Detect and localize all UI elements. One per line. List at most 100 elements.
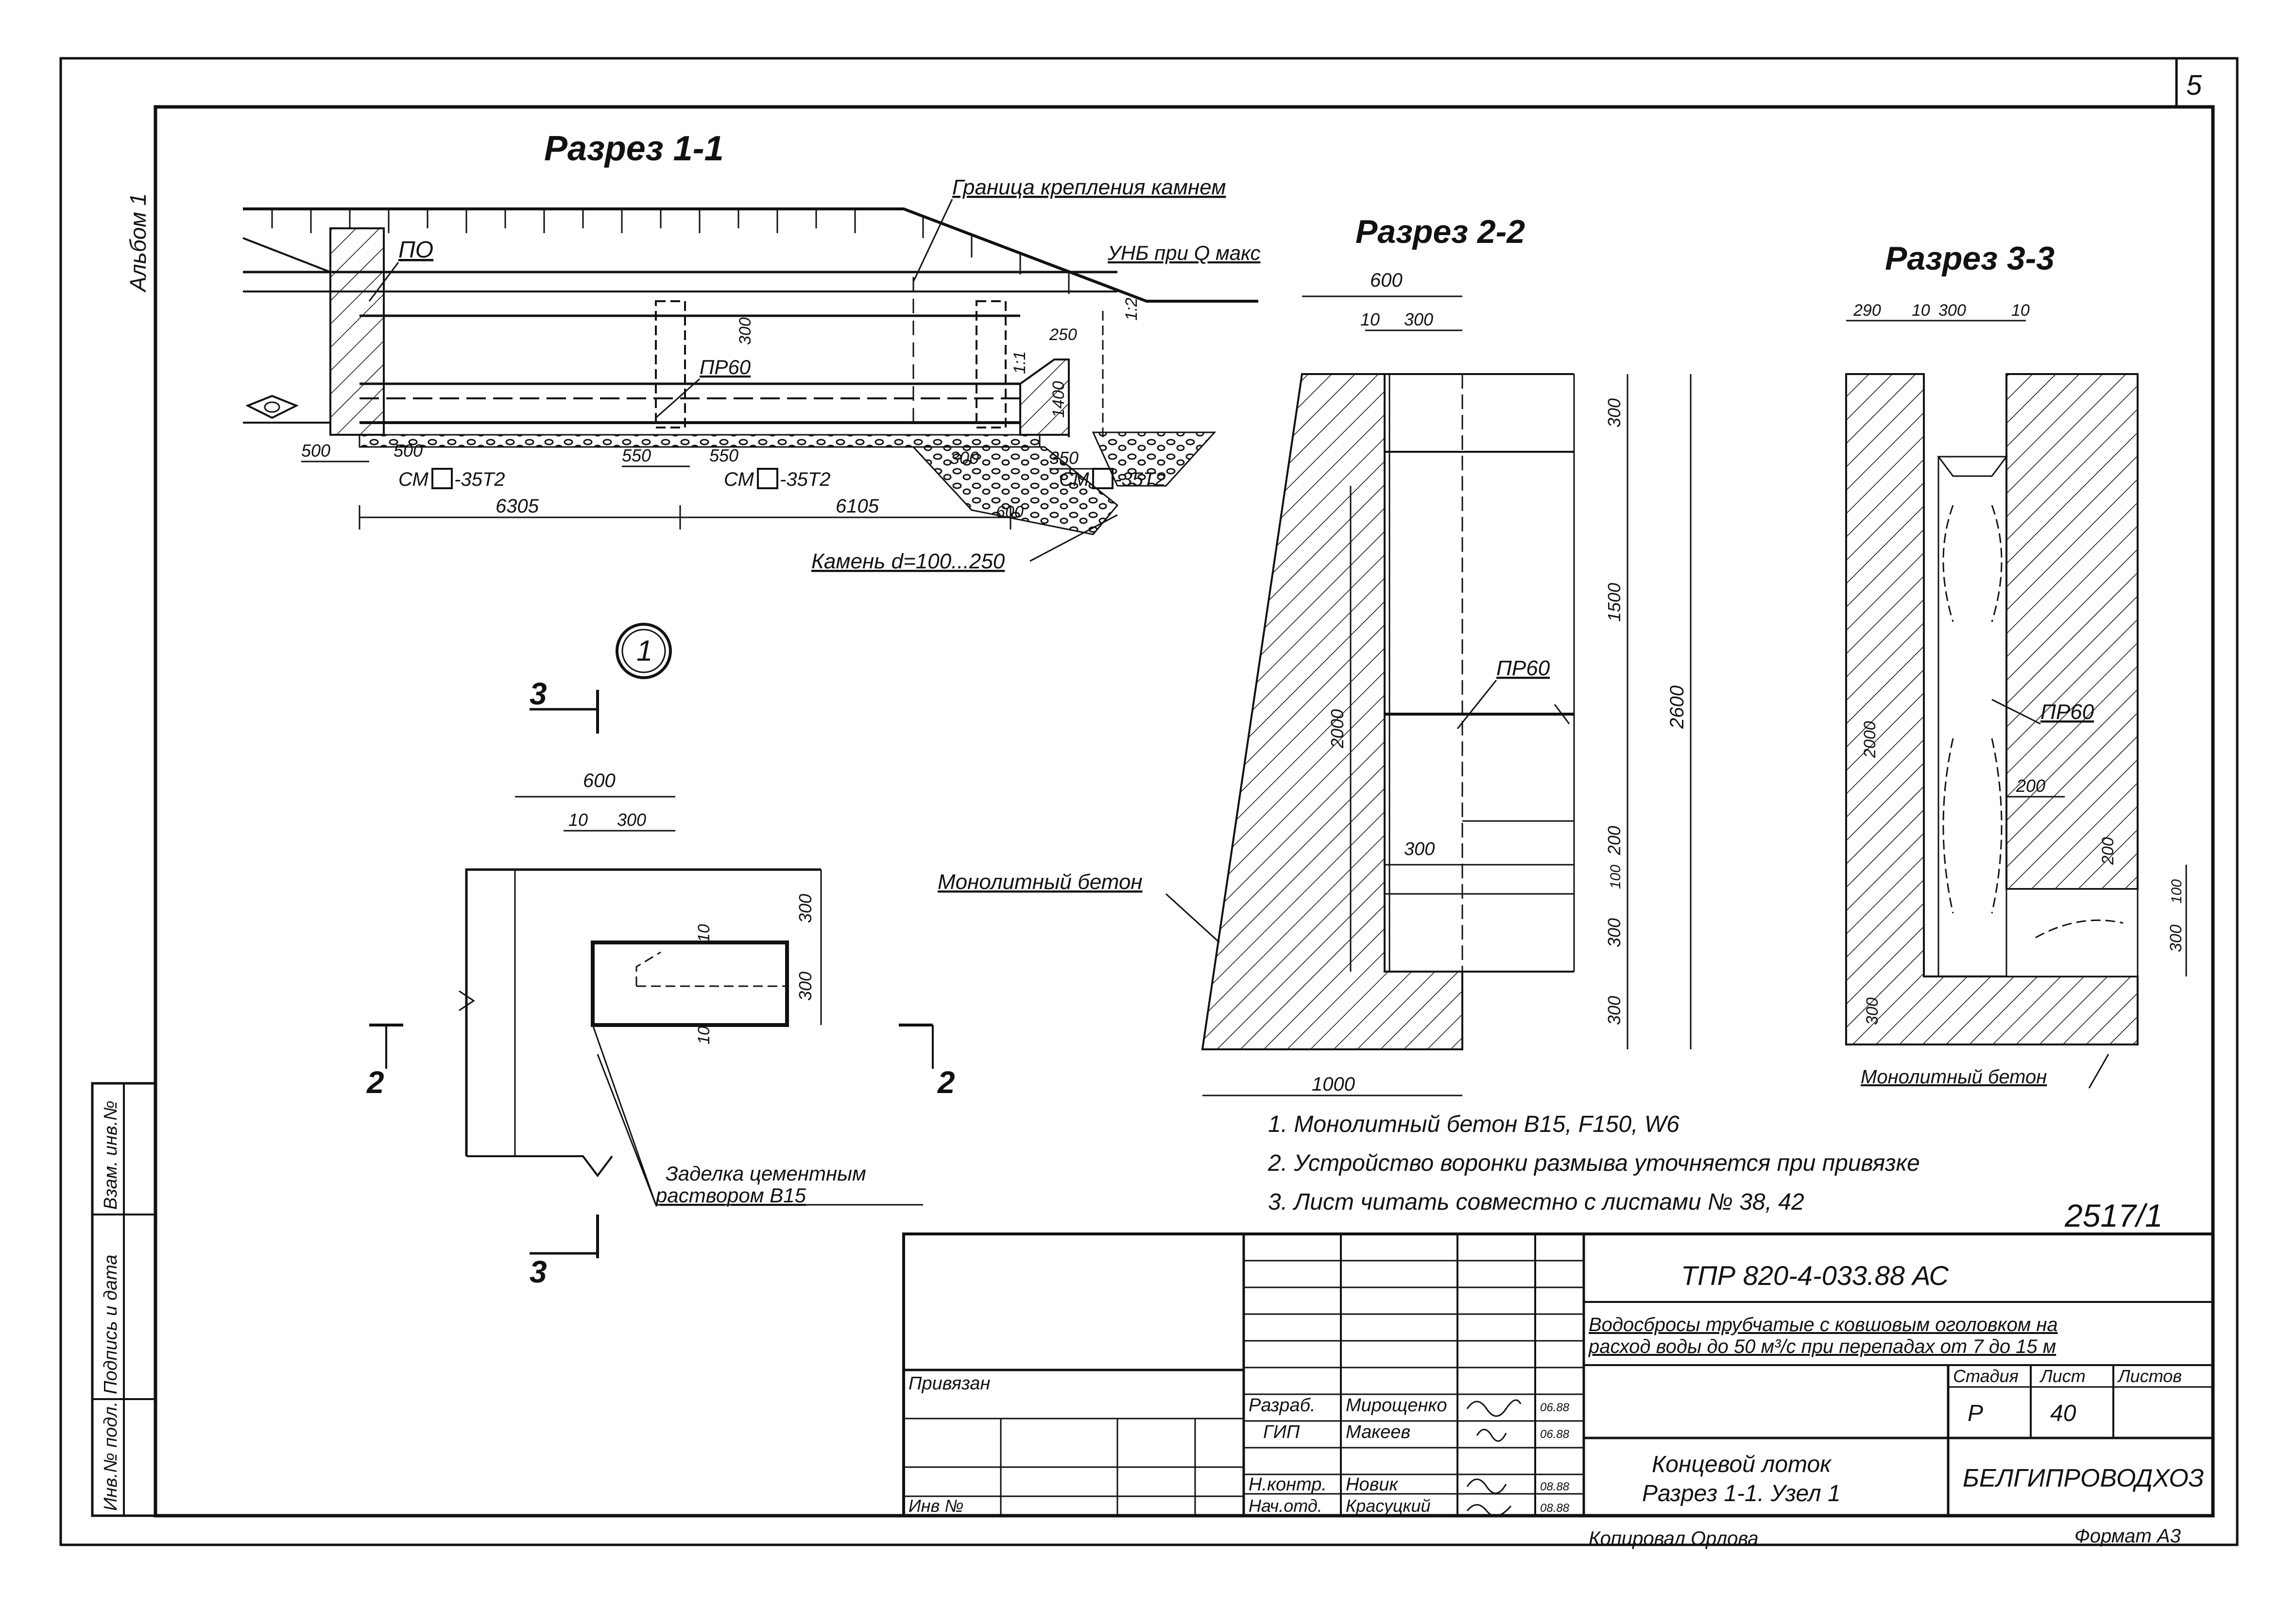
row-3-role: Н.контр.: [1249, 1474, 1327, 1495]
section-2-2-title: Разрез 2-2: [1355, 213, 1525, 250]
s33-dim-290: 290: [1853, 301, 1881, 320]
sheet-header: Лист: [2039, 1366, 2086, 1386]
s33-monolith-label: Монолитный бетон: [1861, 1066, 2047, 1088]
cut2-left-label: 2: [366, 1065, 384, 1100]
s33-dim-v300b: 300: [1863, 997, 1882, 1025]
s33-pr60: ПР60: [2040, 700, 2094, 724]
section-1-1: Разрез 1-1: [242, 129, 1261, 573]
notes: 1. Монолитный бетон В15, F150, W6 2. Уст…: [1268, 1112, 1920, 1215]
sheet-corner-number: 5: [2186, 69, 2202, 101]
unb-label: УНБ при Q макс: [1107, 241, 1261, 264]
drawing-title-line1: Концевой лоток: [1652, 1452, 1832, 1477]
drawing-code: ТПР 820-4-033.88 АС: [1681, 1260, 1949, 1291]
copied-by: Копировал Орлова: [1589, 1528, 1759, 1549]
s33-dim-v300: 300: [2167, 924, 2185, 952]
row-2-role: ГИП: [1263, 1422, 1300, 1442]
sheet-num-top: 2517/1: [2064, 1197, 2163, 1233]
stone-label: Камень d=100...250: [811, 549, 1005, 573]
cut3-bottom-label: 3: [530, 1254, 547, 1289]
s11-dim-6305: 6305: [496, 496, 539, 517]
ground-ticks: [271, 209, 1070, 294]
section-3-3: Разрез 3-3 290 10 300 10 2000 200 200 10…: [1845, 240, 2187, 1089]
slope-1-2: 1:2: [1122, 298, 1141, 321]
s22-dim-300: 300: [1404, 309, 1433, 329]
node-note-line1: Заделка цементным: [666, 1162, 866, 1185]
organization: БЕЛГИПРОВОДХОЗ: [1963, 1464, 2204, 1492]
svg-text:СМ: СМ: [1059, 469, 1089, 490]
ground-line: [243, 207, 1258, 303]
row-4-date: 08.88: [1540, 1502, 1570, 1515]
row-1-name: Мирощенко: [1346, 1395, 1447, 1416]
s11-dim-550b: 550: [709, 445, 738, 465]
node-dim-v300b: 300: [795, 972, 815, 1001]
cut3-top-label: 3: [530, 676, 547, 711]
section-2-2: Разрез 2-2 600 10 300 300 1500 200 100 3…: [938, 213, 1692, 1096]
svg-text:СМ: СМ: [724, 469, 754, 490]
s11-dim-550a: 550: [622, 445, 651, 465]
node-marker: 1: [636, 634, 652, 667]
node-note-line2: раствором В15: [655, 1184, 806, 1207]
node-dim-300: 300: [617, 810, 646, 830]
row-2-date: 06.88: [1540, 1428, 1570, 1441]
svg-text:СМ: СМ: [398, 469, 428, 490]
po-label: ПО: [398, 237, 433, 263]
note-3: 3. Лист читать совместно с листами № 38,…: [1268, 1189, 1804, 1215]
stage-header: Стадия: [1953, 1366, 2019, 1386]
pr60-label: ПР60: [700, 356, 751, 378]
section-3-3-title: Разрез 3-3: [1885, 240, 2055, 277]
node-dim-v10b: 10: [695, 1026, 713, 1044]
s22-pr60: ПР60: [1496, 656, 1550, 680]
s33-monolith-right: [2005, 373, 2139, 890]
sheets-header: Листов: [2117, 1366, 2182, 1386]
left-headwall: [329, 227, 385, 436]
drawing-title-line2: Разрез 1-1. Узел 1: [1642, 1481, 1841, 1506]
svg-text:-35Т2: -35Т2: [1115, 469, 1166, 490]
row-4-name: Красуцкий: [1346, 1496, 1430, 1516]
note-1: 1. Монолитный бетон В15, F150, W6: [1268, 1112, 1679, 1137]
sm-labels: СМ -35Т2 СМ -35Т2 СМ -35Т2: [398, 468, 1166, 490]
s11-dim-1400: 1400: [1049, 381, 1068, 418]
stamp-podpis-data: Подпись и дата: [101, 1255, 121, 1394]
s11-dim-500a: 500: [301, 441, 330, 461]
s33-dim-10a: 10: [1912, 301, 1930, 320]
s11-dim-300b: 300: [950, 448, 979, 468]
sheet-value: 40: [2050, 1401, 2076, 1426]
description-line2: расход воды до 50 м³/с при перепадах от …: [1588, 1336, 2056, 1357]
side-stamp-strip: Инв.№ подл. Подпись и дата Взам. инв.№: [91, 1082, 157, 1517]
slope-1-1: 1:1: [1011, 351, 1029, 374]
node-dim-v10a: 10: [695, 924, 713, 942]
row-1-date: 06.88: [1540, 1401, 1570, 1414]
s33-dim-v2000: 2000: [1861, 721, 1879, 758]
row-3-name: Новик: [1346, 1474, 1399, 1495]
note-2: 2. Устройство воронки размыва уточняется…: [1268, 1150, 1920, 1176]
s33-dim-v100: 100: [2169, 879, 2185, 904]
s22-dim-v2600: 2600: [1666, 685, 1688, 729]
stage-value: Р: [1968, 1401, 1983, 1426]
svg-text:-35Т2: -35Т2: [780, 469, 831, 490]
section-1-1-title: Разрез 1-1: [544, 129, 724, 168]
s11-dim-600: 600: [996, 503, 1024, 521]
stamp-inv-podl: Инв.№ подл.: [101, 1402, 121, 1511]
row-1-role: Разраб.: [1249, 1395, 1316, 1416]
s33-dim-300: 300: [1938, 301, 1966, 320]
cut2-right-label: 2: [937, 1065, 955, 1100]
stone-apron: [911, 446, 1119, 535]
format-label: Формат А3: [2074, 1525, 2181, 1547]
signatures: [1466, 1399, 1522, 1517]
node-marker-circle: [616, 623, 672, 679]
s11-dim-350: 350: [1049, 448, 1079, 468]
s22-dim-v200: 200: [1604, 826, 1624, 855]
row-4-role: Нач.отд.: [1249, 1496, 1322, 1516]
s33-dim-10b: 10: [2011, 301, 2030, 320]
s11-dim-500b: 500: [394, 441, 423, 461]
node-opening: [591, 941, 789, 1027]
album-label: Альбом 1: [125, 193, 151, 293]
stamp-vzam: Взам. инв.№: [101, 1101, 121, 1210]
s33-dim-v200: 200: [2099, 837, 2117, 865]
privyazan-label: Привязан: [908, 1373, 990, 1394]
s11-dim-300: 300: [736, 317, 754, 345]
s22-monolith-label: Монолитный бетон: [938, 870, 1143, 894]
inv-label: Инв №: [908, 1496, 963, 1516]
s22-dim-v300a: 300: [1604, 398, 1624, 428]
